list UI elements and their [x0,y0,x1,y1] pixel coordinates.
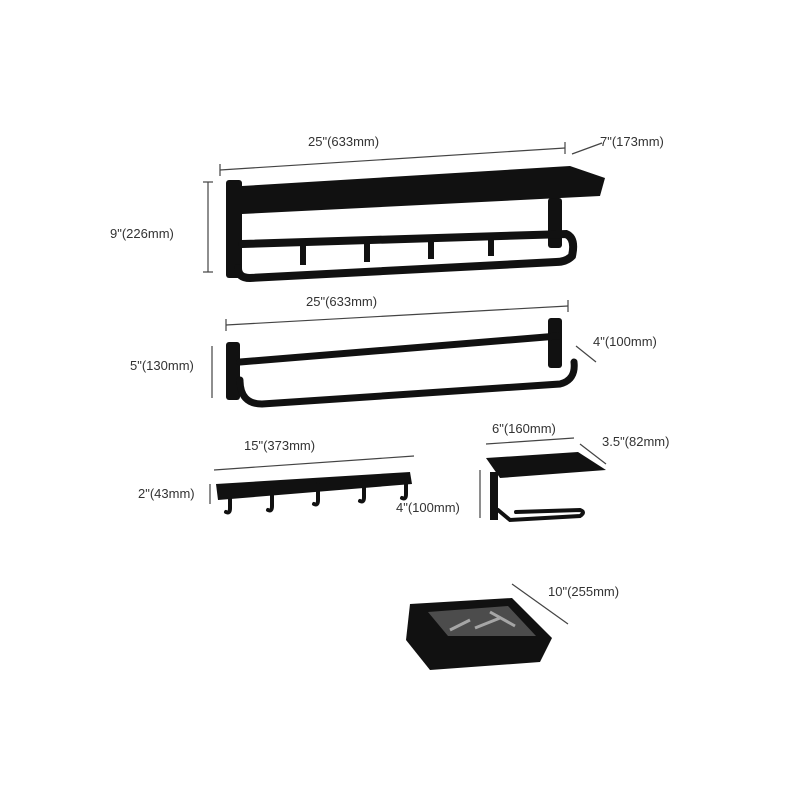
depth-label: 3.5"(82mm) [602,434,669,449]
towel-rack-with-hooks: 25"(633mm) 7"(173mm) 9"(226mm) [110,134,664,283]
double-towel-bar: 25"(633mm) 4"(100mm) 5"(130mm) [130,294,657,408]
depth-dimension-line [579,443,607,465]
width-label: 6"(160mm) [492,421,556,436]
width-label: 10"(255mm) [548,584,619,599]
corner-shower-basket: 10"(255mm) [406,583,619,670]
height-label: 4"(100mm) [396,500,460,515]
width-dimension-line [511,583,569,625]
depth-dimension-line [575,345,597,363]
depth-label: 4"(100mm) [593,334,657,349]
width-dimension-line [485,437,575,445]
height-label: 9"(226mm) [110,226,174,241]
width-label: 25"(633mm) [306,294,377,309]
width-dimension-line [219,147,566,171]
depth-label: 7"(173mm) [600,134,664,149]
toilet-paper-holder-shelf: 6"(160mm) 3.5"(82mm) 4"(100mm) [396,421,669,523]
width-dimension-line [213,455,415,471]
width-label: 25"(633mm) [308,134,379,149]
height-label: 2"(43mm) [138,486,195,501]
depth-dimension-line [571,142,603,155]
width-label: 15"(373mm) [244,438,315,453]
height-label: 5"(130mm) [130,358,194,373]
width-dimension-line [225,305,569,326]
hook-rail: 15"(373mm) 2"(43mm) [138,438,415,515]
